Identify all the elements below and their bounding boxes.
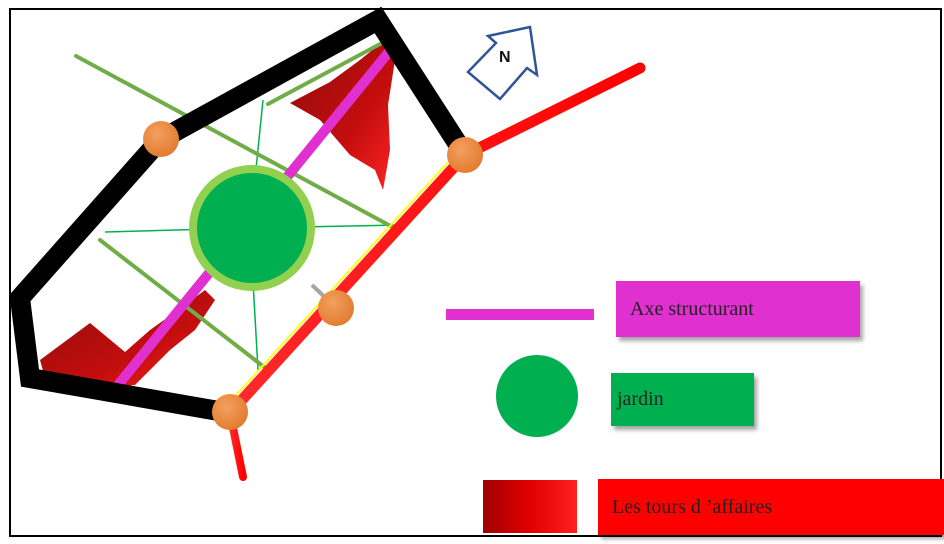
outer-frame [9,8,942,537]
legend-axe-structurant: Axe structurant [616,281,860,337]
legend-tours-symbol [483,480,577,533]
north-label: N [499,49,511,66]
legend-jardin-symbol [496,355,578,437]
north-arrow-icon [466,25,539,101]
legend-jardin: jardin [611,373,754,426]
legend-jardin-text: jardin [617,388,664,410]
garden-center [197,173,307,283]
business-tower-zone-south [40,290,215,388]
legend-tours-text: Les tours d ’affaires [612,495,773,518]
legend-axe-symbol [446,309,594,320]
project-boundary [9,6,474,423]
legend-tours-affaires: Les tours d ’affaires [598,479,944,535]
road-yellow-edge [227,159,451,405]
legend-axe-text: Axe structurant [630,297,754,320]
intersection-nodes [143,121,483,430]
